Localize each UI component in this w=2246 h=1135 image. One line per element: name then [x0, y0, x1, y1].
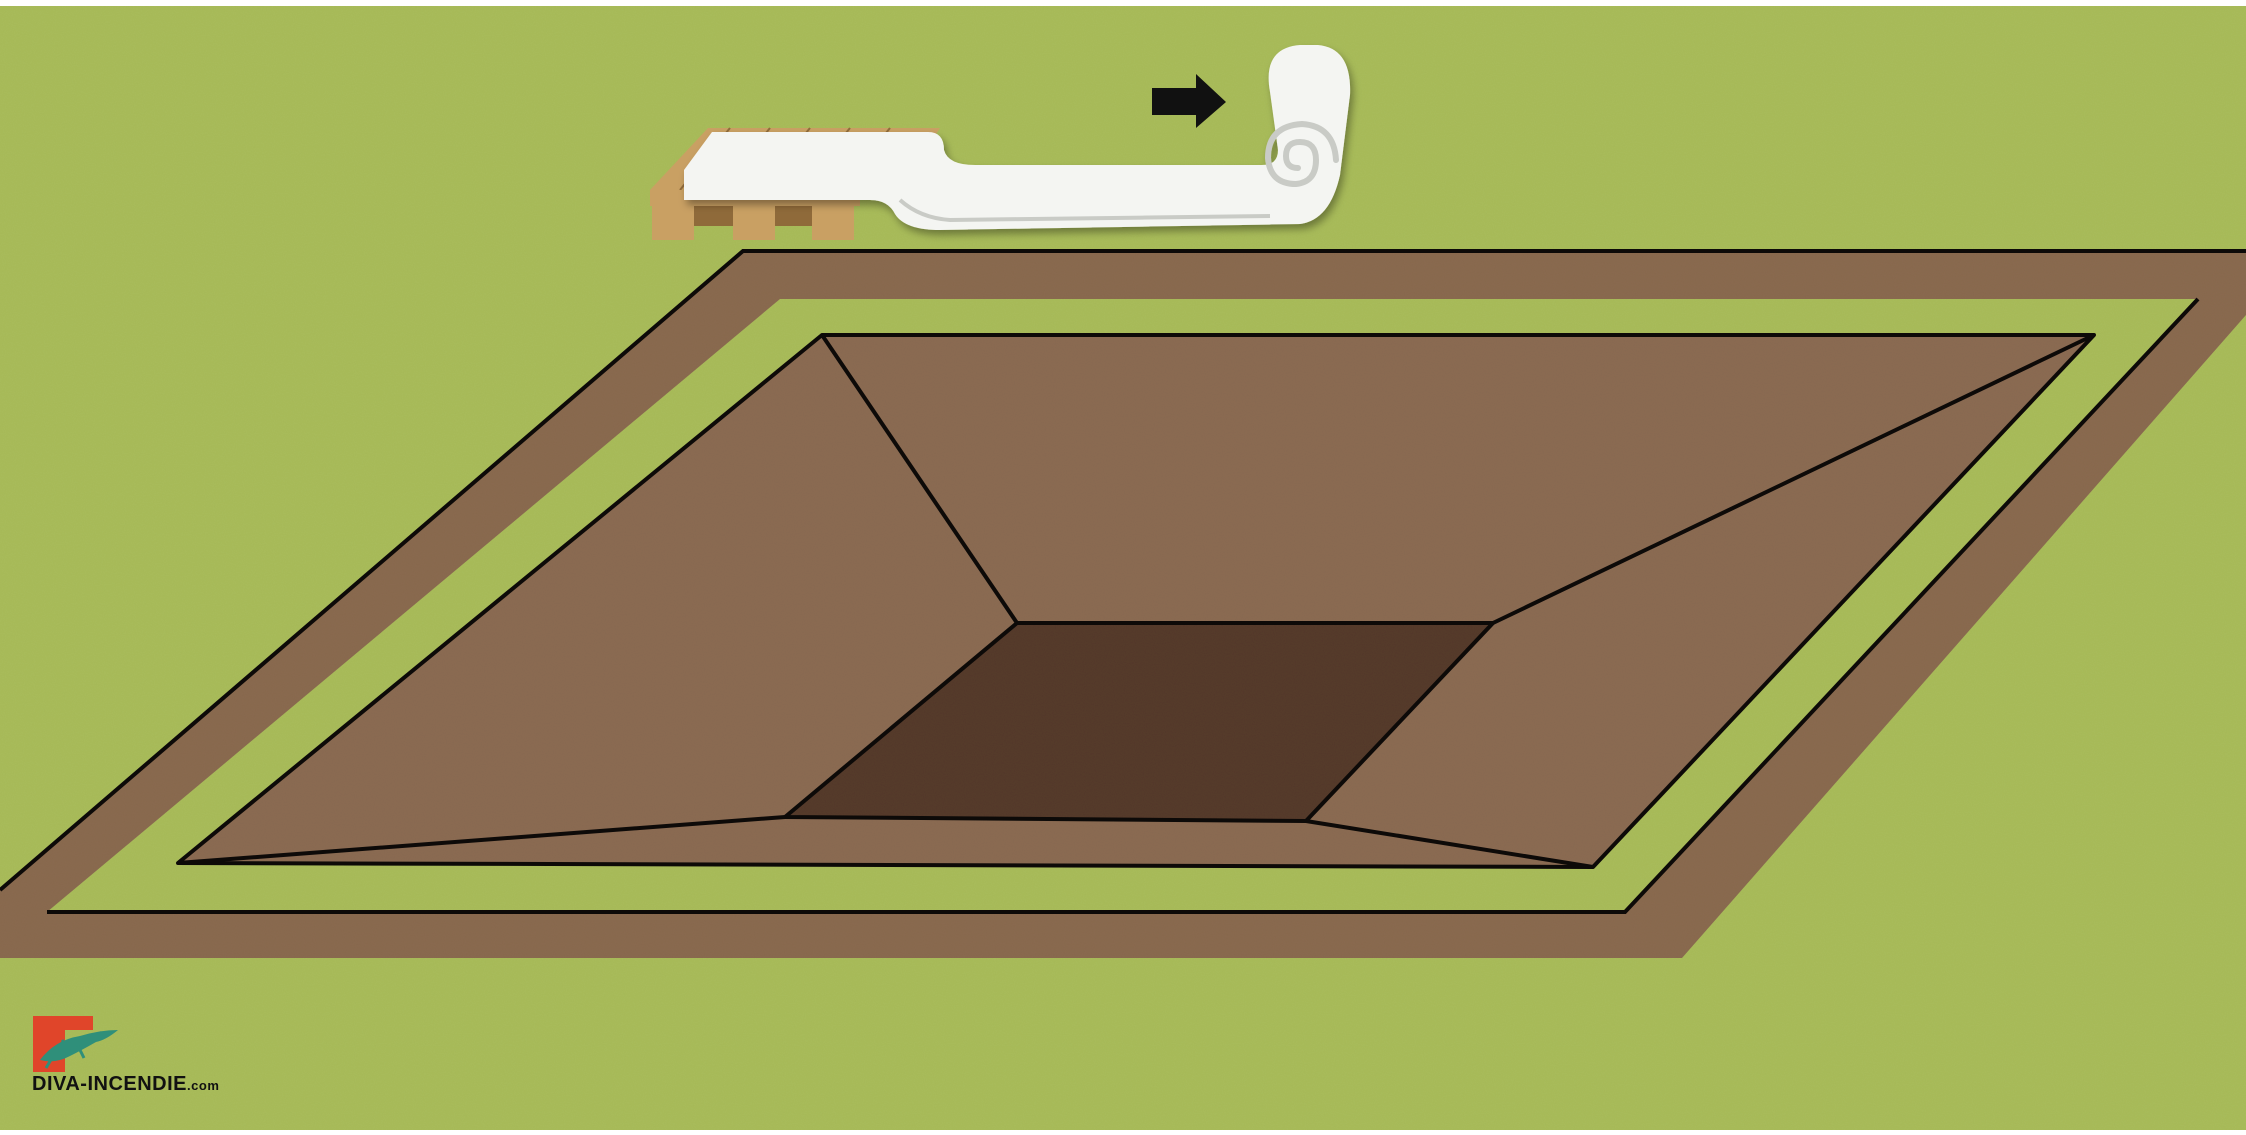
brand-name: DIVA-INCENDIE: [32, 1073, 188, 1095]
pit-corner-edge: [820, 333, 1019, 625]
pit-slope-left: [178, 335, 1017, 863]
excavated-pit: [176, 333, 2096, 869]
lizard-logo-icon: [33, 1016, 118, 1072]
brand-suffix: .com: [187, 1078, 220, 1093]
trench-inner-edge: [47, 297, 2200, 914]
pit-floor: [785, 623, 1493, 821]
pit-corner-edge: [1492, 333, 2095, 625]
pit-slope-right: [1306, 335, 2094, 867]
rolled-liner-icon: [684, 45, 1351, 230]
brand-logo-text: DIVA-INCENDIE.com: [32, 1073, 219, 1096]
arrow-right-icon: [1152, 74, 1226, 128]
trench-edge: [0, 249, 2246, 892]
pit-slope-back: [822, 335, 2094, 623]
trench-border: [0, 251, 2246, 958]
pit-slope-front: [178, 817, 1593, 867]
pit-corner-edge: [1305, 819, 1594, 869]
pit-corner-edge: [177, 815, 786, 865]
